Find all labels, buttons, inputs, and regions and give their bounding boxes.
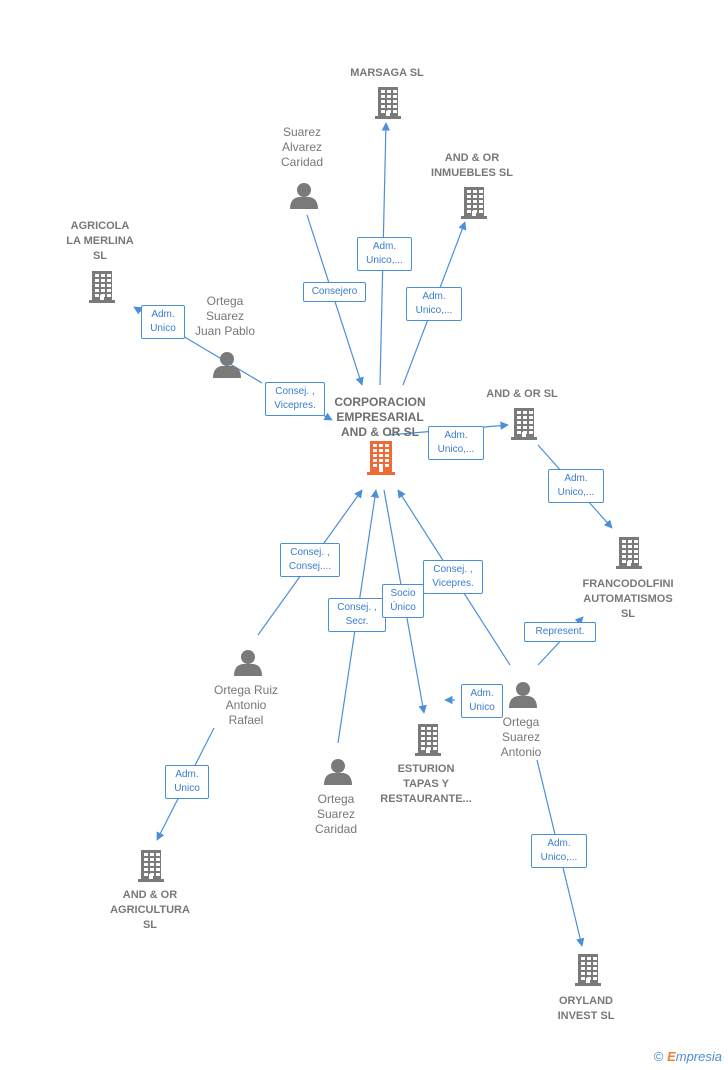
building-icon-agricola[interactable] — [89, 271, 115, 303]
building-icon-franco[interactable] — [616, 537, 642, 569]
person-icon-ortega_jp[interactable] — [213, 352, 241, 378]
node-label-corp[interactable]: CORPORACION EMPRESARIAL AND & OR SL — [334, 395, 426, 439]
node-label-franco[interactable]: FRANCODOLFINI AUTOMATISMOS SL — [582, 578, 674, 620]
building-icon-corp[interactable] — [367, 441, 395, 475]
node-label-esturion[interactable]: ESTURION TAPAS Y RESTAURANTE... — [380, 763, 472, 805]
building-icon-agricultura[interactable] — [138, 850, 164, 882]
person-icon-ortega_sc[interactable] — [324, 759, 352, 785]
node-label-ortega_jp[interactable]: Ortega Suarez Juan Pablo — [194, 294, 256, 338]
building-icon-esturion[interactable] — [415, 724, 441, 756]
edge-label-ortega_sa-corp[interactable]: Consej. , Vicepres. — [423, 560, 483, 594]
building-icon-oryland[interactable] — [575, 954, 601, 986]
edge-label-ortega_jp-agricola[interactable]: Adm. Unico — [141, 305, 185, 339]
edge-label-corp-esturion[interactable]: Socio Único — [382, 584, 424, 618]
node-label-marsaga[interactable]: MARSAGA SL — [350, 67, 424, 79]
edge-label-ortega_sa-oryland[interactable]: Adm. Unico,... — [531, 834, 587, 868]
edge-label-andorsl-franco[interactable]: Adm. Unico,... — [548, 469, 604, 503]
person-icon-ortega_sa[interactable] — [509, 682, 537, 708]
edge-label-ortega_jp-corp[interactable]: Consej. , Vicepres. — [265, 382, 325, 416]
brand-logo-initial: E — [667, 1049, 676, 1064]
edge-label-corp-inmuebles[interactable]: Adm. Unico,... — [406, 287, 462, 321]
brand-logo-text: mpresia — [675, 1049, 722, 1064]
edge-label-ortega_sa-franco[interactable]: Represent. — [524, 622, 596, 642]
copyright-symbol: © — [653, 1049, 664, 1064]
edge-label-ortega_sa-esturion[interactable]: Adm. Unico — [461, 684, 503, 718]
edge-label-ortega_sc-corp[interactable]: Consej. , Secr. — [328, 598, 386, 632]
node-label-ortega_sa[interactable]: Ortega Suarez Antonio — [500, 715, 542, 759]
edge-label-suarez_c-corp[interactable]: Consejero — [303, 282, 366, 302]
node-label-ortega_rar[interactable]: Ortega Ruiz Antonio Rafael — [213, 683, 279, 727]
edge-label-corp-andorsl[interactable]: Adm. Unico,... — [428, 426, 484, 460]
node-label-ortega_sc[interactable]: Ortega Suarez Caridad — [314, 792, 358, 836]
person-icon-ortega_rar[interactable] — [234, 650, 262, 676]
building-icon-inmuebles[interactable] — [461, 187, 487, 219]
node-label-oryland[interactable]: ORYLAND INVEST SL — [557, 995, 615, 1022]
node-label-suarez_c[interactable]: Suarez Alvarez Caridad — [280, 125, 324, 169]
node-label-inmuebles[interactable]: AND & OR INMUEBLES SL — [431, 152, 513, 179]
building-icon-marsaga[interactable] — [375, 87, 401, 119]
edge-label-ortega_rar-corp[interactable]: Consej. , Consej.... — [280, 543, 340, 577]
edge-label-corp-marsaga[interactable]: Adm. Unico,... — [357, 237, 412, 271]
edge-label-ortega_rar-agricultura[interactable]: Adm. Unico — [165, 765, 209, 799]
node-label-andorsl[interactable]: AND & OR SL — [486, 388, 558, 400]
building-icon-andorsl[interactable] — [511, 408, 537, 440]
node-label-agricola[interactable]: AGRICOLA LA MERLINA SL — [66, 220, 134, 262]
node-label-agricultura[interactable]: AND & OR AGRICULTURA SL — [110, 889, 190, 931]
person-icon-suarez_c[interactable] — [290, 183, 318, 209]
copyright-footer: © Empresia — [654, 1049, 722, 1064]
